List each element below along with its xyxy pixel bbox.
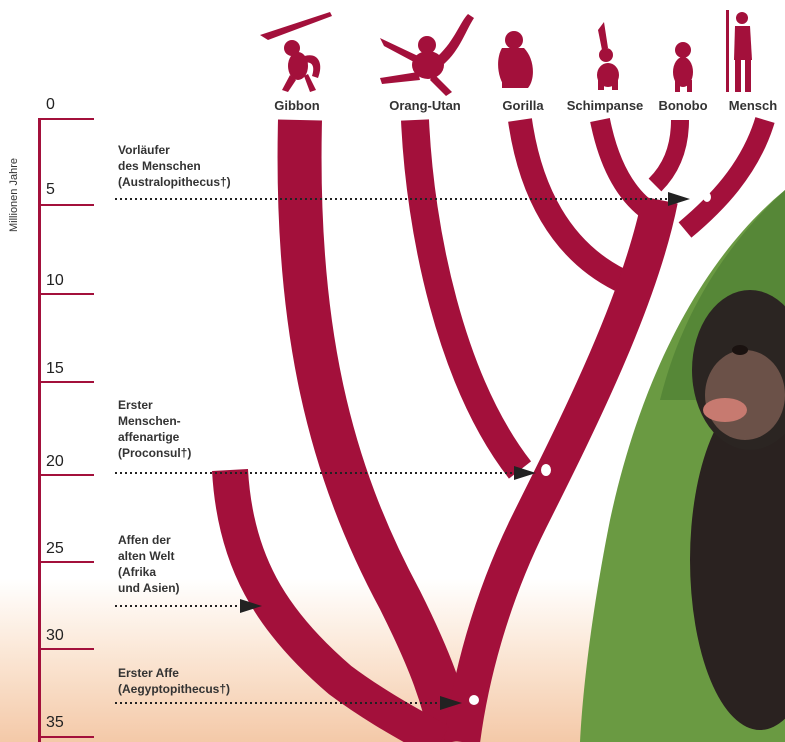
species-icons	[260, 10, 752, 96]
annotation-line: Menschen-	[118, 413, 191, 429]
tick-label-35: 35	[46, 714, 64, 732]
gibbon-icon	[260, 12, 332, 92]
annotation-line: und Asien)	[118, 580, 180, 596]
human-icon	[726, 10, 752, 92]
annotation-line: (Aegyptopithecus†)	[118, 681, 230, 697]
tick-label-10: 10	[46, 272, 64, 290]
tick-label-25: 25	[46, 540, 64, 558]
annotation-line: alten Welt	[118, 548, 180, 564]
species-label-gibbon: Gibbon	[274, 98, 320, 113]
species-label-mensch: Mensch	[729, 98, 777, 113]
bonobo-icon	[673, 42, 693, 92]
annotation-proconsul: Erster Menschen- affenartige (Proconsul†…	[118, 397, 191, 461]
tick-label-0: 0	[46, 96, 55, 114]
annotation-old-world-monkeys: Affen der alten Welt (Afrika und Asien)	[118, 532, 180, 596]
chimpanzee-icon	[597, 22, 619, 90]
annotation-line: Erster	[118, 397, 191, 413]
tick-mark-5	[38, 204, 94, 206]
annotation-line: affenartige	[118, 429, 191, 445]
tick-mark-25	[38, 561, 94, 563]
annotation-australopithecus: Vorläufer des Menschen (Australopithecus…	[118, 142, 231, 190]
tick-mark-30	[38, 648, 94, 650]
species-label-bonobo: Bonobo	[658, 98, 707, 113]
annotation-line: Affen der	[118, 532, 180, 548]
annotation-line: (Australopithecus†)	[118, 174, 231, 190]
gorilla-icon	[498, 31, 533, 88]
tick-mark-35	[38, 736, 94, 738]
tick-label-15: 15	[46, 360, 64, 378]
orangutan-icon	[380, 14, 474, 96]
tick-mark-20	[38, 474, 94, 476]
tick-label-20: 20	[46, 453, 64, 471]
annotation-aegyptopithecus: Erster Affe (Aegyptopithecus†)	[118, 665, 230, 697]
axis-title: Millionen Jahre	[8, 150, 28, 240]
species-label-gorilla: Gorilla	[502, 98, 543, 113]
annotation-line: (Proconsul†)	[118, 445, 191, 461]
species-label-schimpanse: Schimpanse	[567, 98, 644, 113]
tick-mark-10	[38, 293, 94, 295]
annotation-line: (Afrika	[118, 564, 180, 580]
tick-label-30: 30	[46, 627, 64, 645]
tick-label-5: 5	[46, 181, 55, 199]
annotation-line: des Menschen	[118, 158, 231, 174]
annotation-line: Vorläufer	[118, 142, 231, 158]
tick-mark-0	[38, 118, 94, 120]
annotation-line: Erster Affe	[118, 665, 230, 681]
species-label-orangutan: Orang-Utan	[389, 98, 461, 113]
tick-mark-15	[38, 381, 94, 383]
